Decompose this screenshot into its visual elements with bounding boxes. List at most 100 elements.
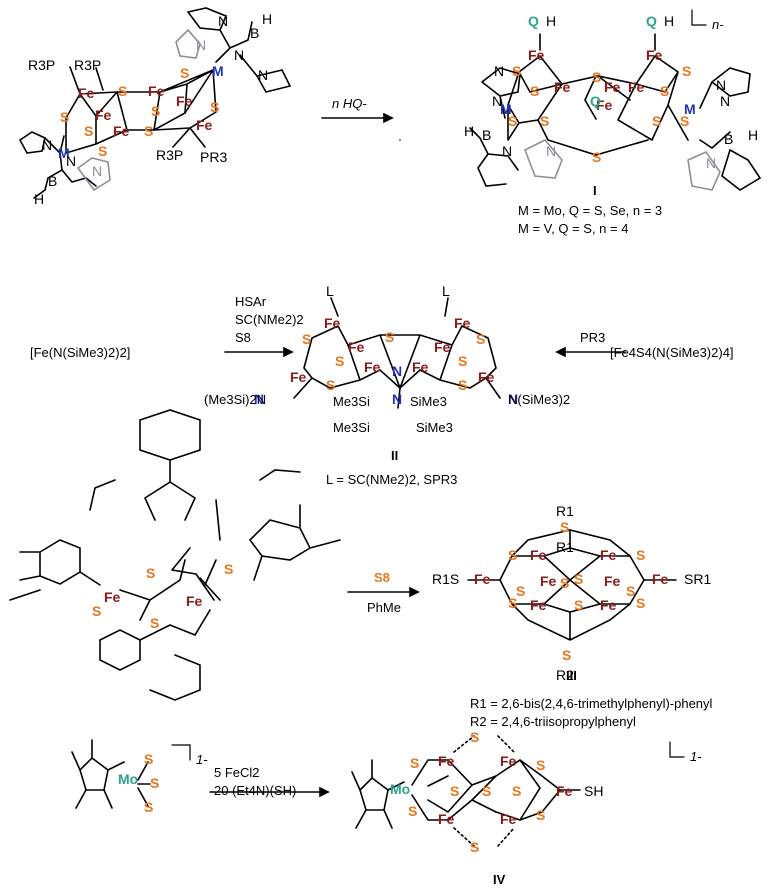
atom-label-q: Q — [590, 93, 601, 109]
atom-label-r3p: R3P — [156, 147, 183, 163]
atom-label-fe: Fe — [554, 79, 571, 95]
atom-label-pr3: PR3 — [200, 149, 227, 165]
atom-label-h: H — [546, 13, 556, 29]
atom-label-s: S — [224, 561, 233, 577]
atom-label-n: N — [716, 77, 726, 93]
atom-label-fe: Fe — [186, 593, 203, 609]
atom-label-s: S — [476, 331, 485, 347]
atom-label-s: S — [92, 603, 101, 619]
atom-label-s: S — [536, 757, 545, 773]
atom-label-h: H — [464, 123, 474, 139]
compound-II-label-text: II — [391, 448, 399, 463]
atom-label-h: H — [748, 127, 758, 143]
atom-label-n: N — [196, 37, 206, 53]
scheme1-caption-line2-text: M = V, Q = S, n = 4 — [518, 221, 629, 236]
atom-label-m: M — [500, 101, 512, 117]
atom-label-s: S — [508, 547, 517, 563]
atom-label-r3p: R3P — [74, 57, 101, 73]
atom-label-m: M — [684, 101, 696, 117]
atom-label-h: H — [34, 191, 44, 207]
scheme2-bridge-label-1-text: Me3Si — [333, 394, 370, 409]
compound-III-label: III — [566, 668, 577, 683]
atom-label-fe: Fe — [113, 123, 130, 139]
atom-label-fe: Fe — [500, 753, 517, 769]
atom-label-fe: Fe — [528, 47, 545, 63]
atom-label-fe: Fe — [604, 573, 621, 589]
atom-label-s: S — [302, 331, 311, 347]
scheme1-caption-line2: M = V, Q = S, n = 4 — [518, 221, 628, 236]
scheme3-arrow-bottom: PhMe — [367, 600, 401, 615]
atom-label-s: S — [180, 65, 189, 81]
scheme3-caption-line2: R2 = 2,4,6-triisopropylphenyl — [470, 714, 636, 729]
scheme2-bridge-label-1: Me3Si — [333, 394, 370, 409]
scheme4-charge-left: 1- — [196, 752, 208, 767]
atom-label-fe: Fe — [454, 315, 471, 331]
atom-label-s: S — [574, 571, 583, 587]
scheme2-bridge-label-3: Me3Si — [333, 420, 370, 435]
scheme2-reagent-2-text: SC(NMe2)2 — [235, 312, 304, 327]
atom-label-s: S — [540, 113, 549, 129]
scheme4-reagent-line2: 20 (Et4N)(SH) — [214, 783, 296, 798]
compound-II-label: II — [391, 448, 398, 463]
atom-label-fe: Fe — [556, 783, 573, 799]
atom-label-fe: Fe — [78, 85, 95, 101]
scheme3-arrow-bottom-text: PhMe — [367, 600, 401, 615]
atom-label-s: S — [592, 149, 601, 165]
scheme2-reagent-3: S8 — [235, 330, 251, 345]
atom-label-l: L — [442, 283, 450, 299]
atom-label-s: S — [410, 755, 419, 771]
atom-label-n: N — [258, 67, 268, 83]
atom-label-n: N — [392, 363, 402, 379]
atom-label-s: S — [326, 377, 335, 393]
atom-label-s: S — [660, 83, 669, 99]
atom-label-sr1: SR1 — [684, 571, 711, 587]
atom-label-fe: Fe — [540, 573, 557, 589]
atom-label-fe: Fe — [364, 359, 381, 375]
atom-label-s: S — [560, 519, 569, 535]
atom-label-fe: Fe — [478, 369, 495, 385]
atom-label-s: S — [516, 583, 525, 599]
scheme1-arrow-label: n HQ- — [332, 96, 367, 111]
atom-label-r1: R1 — [556, 539, 574, 555]
atom-label-fe: Fe — [474, 571, 491, 587]
atom-label-fe: Fe — [104, 589, 121, 605]
scheme3-caption-line1: R1 = 2,6-bis(2,4,6-trimethylphenyl)-phen… — [470, 696, 712, 711]
atom-label-s: S — [146, 565, 155, 581]
atom-label-b: B — [250, 25, 259, 41]
atom-label-fe: Fe — [176, 93, 193, 109]
atom-label-n: N — [92, 163, 102, 179]
scheme2-right-arrow-label-text: PR3 — [580, 330, 606, 345]
scheme4-reagent-line1: 5 FeCl2 — [214, 765, 260, 780]
scheme2-left-amide: (Me3Si)2N — [204, 392, 266, 407]
atom-label-fe: Fe — [438, 753, 455, 769]
scheme2-right-amide-text: N(SiMe3)2 — [508, 392, 571, 407]
atom-label-r1s: R1S — [432, 571, 459, 587]
scheme2-bridge-label-2-text: SiMe3 — [410, 394, 447, 409]
atom-label-s: S — [60, 109, 69, 125]
scheme1-charge: n- — [712, 17, 724, 32]
atom-label-s: S — [482, 783, 491, 799]
atom-label-s: S — [512, 783, 521, 799]
compound-IV-label-text: IV — [493, 872, 506, 887]
atom-label-s: S — [98, 143, 107, 159]
atom-label-b: B — [482, 127, 491, 143]
atom-label-s: S — [512, 63, 521, 79]
atom-label-fe: Fe — [628, 79, 645, 95]
atom-label-b: B — [724, 131, 733, 147]
atom-label-h: H — [262, 11, 272, 27]
atom-label-n: N — [508, 391, 518, 407]
atom-label-s: S — [458, 377, 467, 393]
compound-I-label-text: I — [593, 183, 597, 198]
atom-label-s: S — [144, 799, 153, 815]
atom-label-n: N — [494, 63, 504, 79]
atom-label-q: Q — [646, 13, 657, 29]
atom-label-fe: Fe — [500, 811, 517, 827]
atom-label-s: S — [508, 595, 517, 611]
atom-label-s: S — [144, 123, 153, 139]
atom-label-s: S — [536, 807, 545, 823]
compound-III-label-text: III — [566, 668, 577, 683]
atom-label-s: S — [508, 113, 517, 129]
